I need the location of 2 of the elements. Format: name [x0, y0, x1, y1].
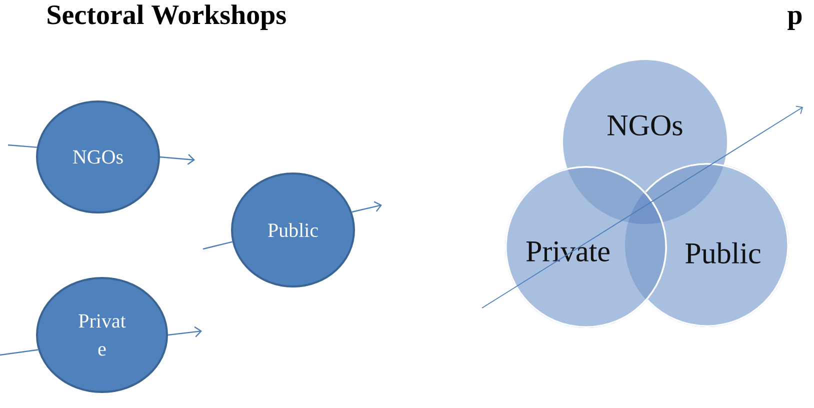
heading: Sectoral Workshops	[48, 4, 286, 30]
text-fragment: p	[788, 10, 802, 30]
